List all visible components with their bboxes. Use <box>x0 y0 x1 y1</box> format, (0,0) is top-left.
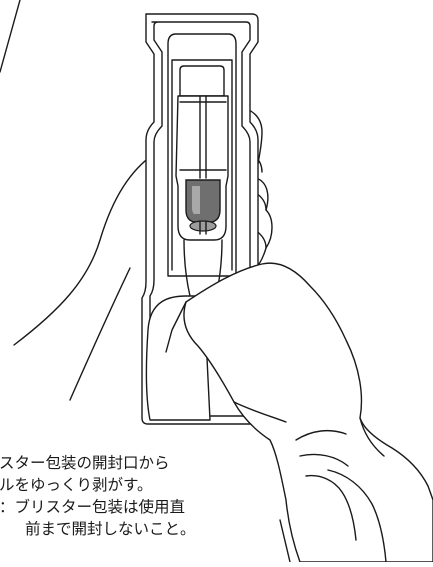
hand-front <box>183 262 433 563</box>
caption-line-1: スター包装の開封口から <box>0 454 170 472</box>
drug-chamber <box>185 179 221 223</box>
applicator-device <box>175 65 229 297</box>
drug-tip <box>189 220 217 232</box>
instruction-caption: スター包装の開封口から ルをゆっくり剥がす。 ：ブリスター包装は使用直 前まで開… <box>0 452 300 540</box>
caption-line-4: 前まで開封しないこと。 <box>25 520 196 538</box>
device-cap <box>179 65 225 97</box>
leader-line <box>0 0 21 73</box>
caption-line-3: ：ブリスター包装は使用直 <box>0 498 186 516</box>
caption-line-2: ルをゆっくり剥がす。 <box>0 476 153 494</box>
peeling-hand <box>145 262 433 563</box>
